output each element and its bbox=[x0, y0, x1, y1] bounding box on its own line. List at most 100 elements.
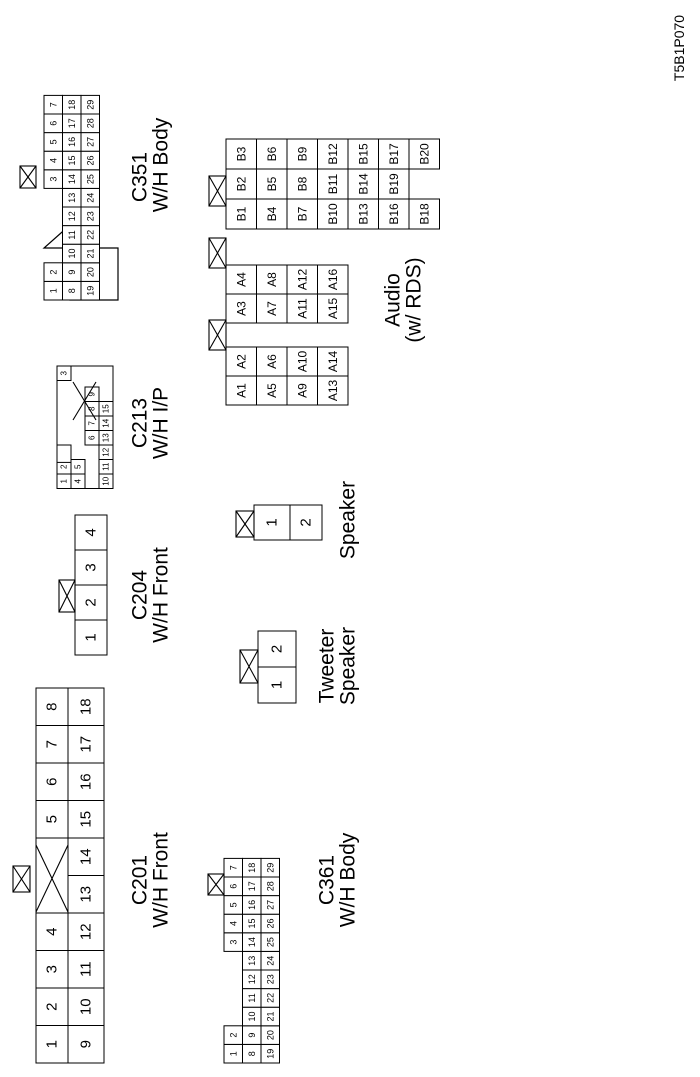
audio-b-pin-label: B14 bbox=[356, 173, 370, 195]
c201-pin-label: 18 bbox=[78, 698, 95, 715]
c201-cell bbox=[67, 950, 105, 989]
c201-pin-label: 1 bbox=[44, 1040, 61, 1048]
audio-b-pin-label: B10 bbox=[326, 203, 340, 225]
lock-key-audio-a1 bbox=[208, 319, 227, 351]
c351-pin-label: 7 bbox=[48, 102, 58, 107]
tweeter-pin-label: 1 bbox=[269, 681, 286, 689]
audio-b-pin-label: B8 bbox=[295, 176, 309, 191]
audio-b-cell bbox=[286, 198, 318, 230]
c351-pin-label: 26 bbox=[85, 155, 95, 165]
audio-b-pin-label: B12 bbox=[326, 143, 340, 165]
audio-a-cell bbox=[256, 375, 288, 406]
audio-a-pin-label: A15 bbox=[326, 298, 340, 320]
c361-pin-label: 26 bbox=[265, 918, 275, 928]
c361-pin-label: 25 bbox=[265, 937, 275, 947]
c361-pin-label: 7 bbox=[228, 865, 238, 870]
lock-key-audio-b bbox=[208, 175, 227, 207]
audio-a-pin-label: A11 bbox=[295, 298, 309, 319]
audio-b-cell bbox=[378, 138, 410, 170]
c351-pin-label: 11 bbox=[67, 230, 77, 239]
audio-b-cell bbox=[225, 138, 257, 170]
c204-pin-label: 1 bbox=[83, 633, 100, 641]
c213-pin-label: 7 bbox=[88, 420, 97, 425]
c213-pin-label: 1 bbox=[60, 478, 69, 483]
c361-pin-label: 14 bbox=[247, 937, 257, 947]
audio-a-pin-label: A16 bbox=[326, 269, 340, 291]
c351-pin-label: 29 bbox=[85, 100, 95, 110]
lock-x-c201 bbox=[35, 844, 69, 913]
audio-b-pin-label: B18 bbox=[417, 203, 431, 225]
c351-pin-label: 10 bbox=[67, 248, 77, 258]
c201-pin-label: 3 bbox=[44, 965, 61, 973]
audio-a-cell bbox=[225, 293, 257, 324]
tweeter-cell bbox=[257, 630, 297, 668]
audio-b-cell bbox=[286, 138, 318, 170]
c213-frame bbox=[56, 365, 114, 489]
c201-cell bbox=[35, 1025, 69, 1064]
connector-c361: 1289101112192021222334567131415161718242… bbox=[207, 857, 280, 1064]
figure-code: T5B1P070 bbox=[671, 15, 687, 81]
audio-a-cell bbox=[317, 346, 349, 377]
c201-pin-label: 2 bbox=[44, 1003, 61, 1011]
audio-a-pin-label: A12 bbox=[295, 269, 309, 291]
c201-pin-label: 17 bbox=[78, 736, 95, 753]
c351-pin-label: 21 bbox=[85, 248, 95, 258]
c351-pin-label: 14 bbox=[67, 174, 77, 184]
audio-b-pin-label: B1 bbox=[234, 206, 248, 221]
c361-id: C361 bbox=[316, 855, 339, 905]
audio-a-pin-label: A3 bbox=[234, 301, 248, 316]
c201-cell bbox=[67, 725, 105, 764]
tweeter-label-1: Tweeter bbox=[316, 629, 339, 704]
c213-pin-label: 4 bbox=[74, 478, 83, 483]
c201-cell bbox=[67, 800, 105, 839]
c361-pin-label: 9 bbox=[247, 1033, 257, 1038]
audio-b-pin-label: B2 bbox=[234, 176, 248, 191]
c361-pin-label: 15 bbox=[247, 918, 257, 928]
audio-label-1: Audio bbox=[382, 273, 405, 327]
c201-desc: W/H Front bbox=[150, 832, 173, 928]
c201-cell bbox=[67, 875, 105, 914]
audio-b-pin-label: B11 bbox=[326, 173, 340, 194]
audio-a-cell bbox=[256, 264, 288, 295]
audio-b-cell bbox=[347, 168, 379, 200]
audio-b-pin-label: B3 bbox=[234, 146, 248, 161]
c213-pin-label: 14 bbox=[102, 418, 111, 427]
c361-pin-label: 5 bbox=[228, 902, 238, 907]
audio-a-pin-label: A4 bbox=[234, 272, 248, 287]
c213-pin-label: 3 bbox=[60, 370, 69, 375]
c361-pin-label: 18 bbox=[247, 863, 257, 873]
c213-cell bbox=[56, 444, 72, 463]
audio-b-pin-label: B7 bbox=[295, 206, 309, 221]
c201-pin-label: 13 bbox=[78, 886, 95, 903]
audio-a-pin-label: A7 bbox=[265, 301, 279, 316]
c201-cell bbox=[67, 762, 105, 801]
c213-cell bbox=[84, 386, 100, 402]
lock-key-c201 bbox=[12, 865, 31, 893]
c213-pin-label: 13 bbox=[102, 433, 111, 442]
lock-key-speaker bbox=[235, 510, 255, 538]
c351-pin-label: 9 bbox=[67, 270, 77, 275]
c361-pin-label: 24 bbox=[265, 956, 275, 966]
tweeter-label-2: Speaker bbox=[337, 627, 360, 705]
c361-pin-label: 27 bbox=[265, 900, 275, 910]
audio-a-cell bbox=[317, 375, 349, 406]
c204-cell bbox=[74, 514, 108, 551]
c201-pin-label: 12 bbox=[78, 923, 95, 940]
lock-key-c204 bbox=[58, 579, 76, 613]
audio-a-pin-label: A10 bbox=[295, 351, 309, 373]
c201-pin-label: 4 bbox=[44, 928, 61, 936]
c351-pin-label: 17 bbox=[67, 118, 77, 128]
c351-pin-label: 18 bbox=[67, 100, 77, 110]
c201-pin-label: 9 bbox=[78, 1040, 95, 1048]
lock-key-audio-a2 bbox=[208, 237, 227, 269]
audio-b-cell bbox=[317, 168, 349, 200]
audio-b-pin-label: B16 bbox=[387, 203, 401, 225]
c351-pin-label: 27 bbox=[85, 137, 95, 147]
audio-a-cell bbox=[317, 264, 349, 295]
c204-cell bbox=[74, 549, 108, 586]
c351-pin-label: 3 bbox=[48, 177, 58, 182]
c201-cell bbox=[67, 837, 105, 876]
audio-a-pin-label: A9 bbox=[295, 383, 309, 398]
c213-pin-label: 11 bbox=[102, 462, 111, 471]
